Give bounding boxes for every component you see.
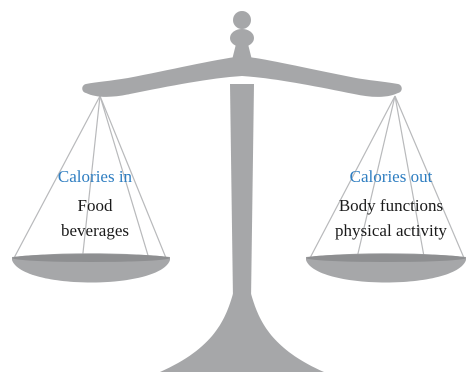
calories-out-item-body-functions: Body functions xyxy=(316,195,466,217)
calories-out-item-physical-activity: physical activity xyxy=(311,220,471,242)
calories-in-heading: Calories in xyxy=(20,166,170,188)
right-pan xyxy=(306,253,466,282)
calories-in-item-beverages: beverages xyxy=(20,220,170,242)
scale-base xyxy=(160,290,324,372)
scale-finial xyxy=(230,11,254,60)
calories-in-item-food: Food xyxy=(20,195,170,217)
center-post xyxy=(230,84,254,300)
calories-out-heading: Calories out xyxy=(316,166,466,188)
left-pan xyxy=(12,253,170,282)
